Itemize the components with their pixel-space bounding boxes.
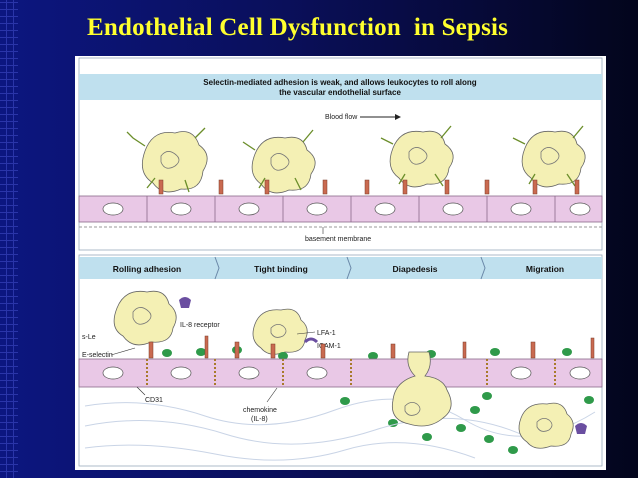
e-selectin-label: E-selectin <box>82 352 113 359</box>
top-banner-line2: the vascular endothelial surface <box>279 88 401 97</box>
leukocyte <box>142 132 207 192</box>
lfa1-label: LFA-1 <box>317 330 336 337</box>
endothelium-top <box>79 196 602 222</box>
leukocyte <box>114 291 176 345</box>
icam1-label: ICAM-1 <box>317 343 341 350</box>
leukocyte <box>390 131 453 187</box>
il8-receptor-shape <box>179 297 191 308</box>
diagram-figure: Selectin-mediated adhesion is weak, and … <box>75 56 606 470</box>
il8-label: (IL-8) <box>251 416 268 423</box>
leukocyte-migrating <box>519 403 573 448</box>
endothelium-bottom <box>79 359 602 387</box>
cd31-label: CD31 <box>145 397 163 404</box>
stage-migration: Migration <box>526 264 564 274</box>
sialyl-lex-label: s-Le <box>82 334 96 341</box>
stage-rolling-adhesion: Rolling adhesion <box>113 264 181 274</box>
il8-receptor-label: IL-8 receptor <box>180 322 220 329</box>
stage-diapedesis: Diapedesis <box>393 264 438 274</box>
leukocyte <box>253 309 307 354</box>
basement-membrane-label: basement membrane <box>305 236 371 243</box>
slide-title: Endothelial Cell Dysfunction in Sepsis <box>87 14 508 42</box>
bottom-panel: Rolling adhesion Tight binding Diapedesi… <box>79 255 602 466</box>
stage-tight-binding: Tight binding <box>254 264 308 274</box>
top-banner-line1: Selectin-mediated adhesion is weak, and … <box>203 78 477 87</box>
top-panel: Selectin-mediated adhesion is weak, and … <box>79 58 602 250</box>
blood-flow-label: Blood flow <box>325 114 358 121</box>
chemokine-label: chemokine <box>243 407 277 414</box>
decorative-pattern-strip <box>0 0 18 478</box>
